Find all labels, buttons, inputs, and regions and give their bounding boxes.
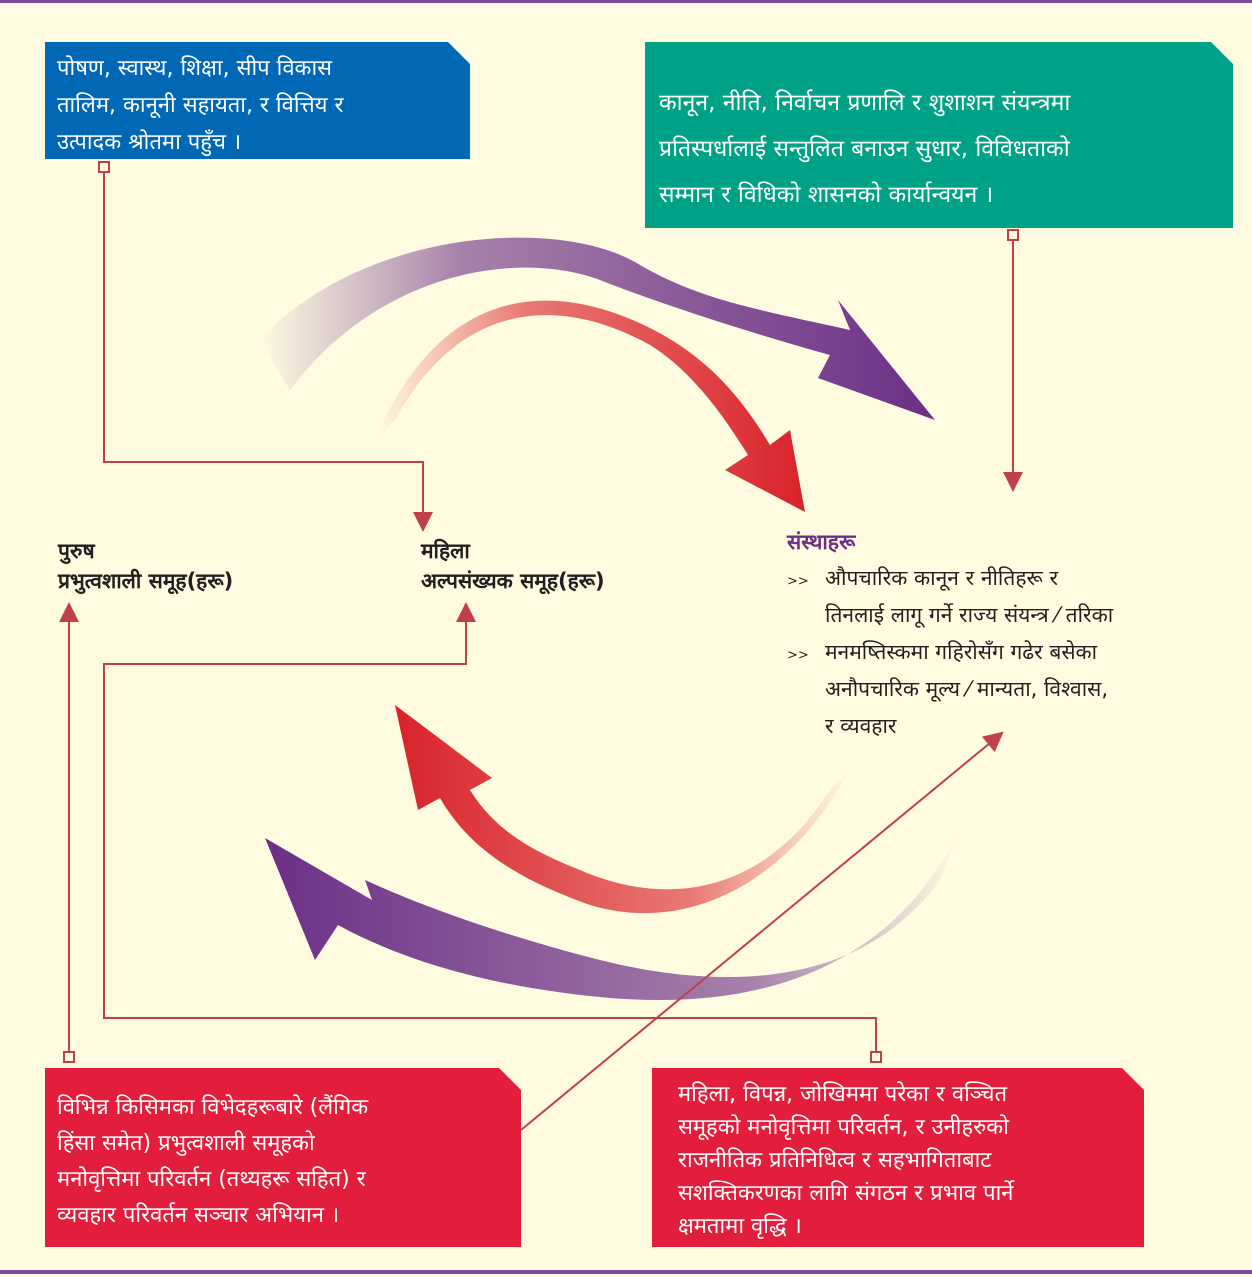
- institutions-line: मनमष्तिस्कमा गहिरोसँग गढेर बसेका: [825, 640, 1098, 664]
- red-right-box-line: सशक्तिकरणका लागि संगठन र प्रभाव पार्ने: [678, 1181, 1014, 1206]
- red-left-box: विभिन्न किसिमका विभेदहरूबारे (लैंगिक हिं…: [45, 1068, 521, 1247]
- institutions-title: संस्थाहरू: [787, 530, 856, 554]
- purple-arrow-bottom: [265, 830, 960, 1001]
- red-left-box-line: व्यवहार परिवर्तन सञ्चार अभियान ।: [57, 1203, 340, 1228]
- green-box-line: प्रतिस्पर्धालाई सन्तुलित बनाउन सुधार, वि…: [659, 136, 1070, 162]
- green-box: कानून, नीति, निर्वाचन प्रणालि र शुशाशन स…: [645, 42, 1233, 228]
- institutions-bullet: >> औपचारिक कानून र नीतिहरू र तिनलाई लागू…: [787, 560, 1247, 634]
- connector-blue-to-women: [103, 170, 433, 532]
- red-arrow-bottom: [395, 705, 850, 914]
- women-label: महिला अल्पसंख्यक समूह(हरू): [421, 536, 605, 596]
- red-left-box-line: हिंसा समेत) प्रभुत्वशाली समूहको: [57, 1131, 315, 1156]
- connector-node: [98, 161, 110, 173]
- men-label-line: पुरुष: [58, 539, 95, 563]
- red-right-box-shape: [652, 1068, 1144, 1247]
- top-rule: [0, 0, 1252, 3]
- women-label-line: महिला: [421, 539, 470, 563]
- red-right-box-line: महिला, विपन्न, जोखिममा परेका र वञ्चित: [678, 1082, 1008, 1107]
- red-right-box-line: समूहको मनोवृत्तिमा परिवर्तन, र उनीहरुको: [678, 1115, 1009, 1140]
- institutions-block: संस्थाहरू >> औपचारिक कानून र नीतिहरू र त…: [787, 528, 1247, 745]
- red-right-box: महिला, विपन्न, जोखिममा परेका र वञ्चित सम…: [652, 1068, 1144, 1247]
- institutions-line: औपचारिक कानून र नीतिहरू र: [825, 566, 1059, 590]
- blue-box-shape: [45, 42, 470, 159]
- red-left-box-line: विभिन्न किसिमका विभेदहरूबारे (लैंगिक: [57, 1095, 369, 1120]
- red-right-box-line: क्षमतामा वृद्धि ।: [678, 1214, 802, 1239]
- red-left-box-line: मनोवृत्तिमा परिवर्तन (तथ्यहरू सहित) र: [57, 1167, 366, 1192]
- connector-redleft-to-institutions: [520, 731, 1004, 1131]
- red-right-box-line: राजनीतिक प्रतिनिधित्व र सहभागिताबाट: [678, 1148, 992, 1173]
- green-box-line: कानून, नीति, निर्वाचन प्रणालि र शुशाशन स…: [659, 90, 1071, 116]
- green-box-shape: [645, 42, 1233, 228]
- connector-node: [1007, 229, 1019, 241]
- red-left-box-shape: [45, 1068, 521, 1247]
- connector-redright-to-women: [103, 602, 877, 1057]
- red-arrow-top: [375, 300, 805, 512]
- blue-box-line: तालिम, कानूनी सहायता, र वित्तिय र: [57, 93, 344, 118]
- institutions-line: अनौपचारिक मूल्य ⁄ मान्यता, विश्वास,: [825, 677, 1109, 701]
- men-label: पुरुष प्रभुत्वशाली समूह(हरू): [58, 536, 233, 596]
- bullet-mark: >>: [787, 648, 809, 663]
- men-label-line: प्रभुत्वशाली समूह(हरू): [58, 569, 234, 593]
- bullet-mark: >>: [787, 574, 809, 589]
- connector-node: [870, 1051, 882, 1063]
- women-label-line: अल्पसंख्यक समूह(हरू): [421, 569, 605, 593]
- institutions-line: तिनलाई लागू गर्ने राज्य संयन्त्र ⁄ तरिका: [825, 603, 1114, 627]
- institutions-bullet: >> मनमष्तिस्कमा गहिरोसँग गढेर बसेका अनौप…: [787, 634, 1247, 745]
- institutions-line: र व्यवहार: [825, 714, 897, 738]
- blue-box-line: उत्पादक श्रोतमा पहुँच ।: [57, 130, 242, 155]
- blue-box-line: पोषण, स्वास्थ, शिक्षा, सीप विकास: [57, 56, 333, 81]
- green-box-line: सम्मान र विधिको शासनको कार्यान्वयन ।: [659, 182, 994, 208]
- purple-arrow-top: [260, 237, 935, 420]
- connector-node: [63, 1051, 75, 1063]
- blue-box: पोषण, स्वास्थ, शिक्षा, सीप विकास तालिम, …: [45, 42, 470, 159]
- bottom-rule: [0, 1270, 1252, 1274]
